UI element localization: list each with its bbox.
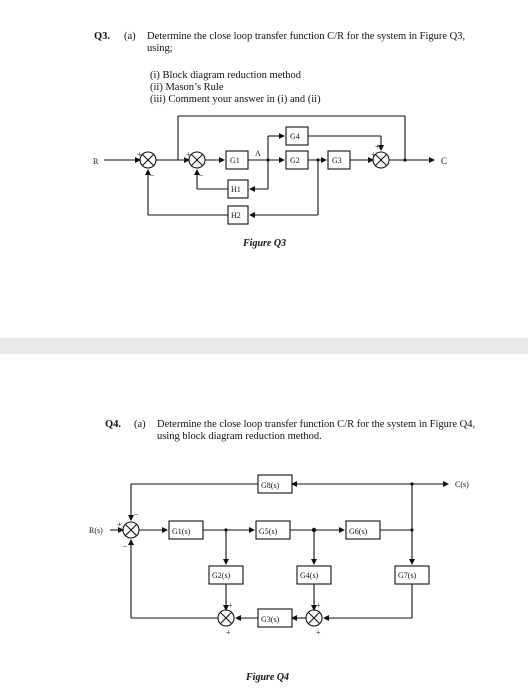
page-q4: Q4. (a) Determine the close loop transfe… <box>0 354 528 700</box>
q3-item-2: (ii) Mason’s Rule <box>150 82 224 93</box>
label-h2: H2 <box>231 211 241 220</box>
svg-text:+: + <box>117 520 122 529</box>
svg-text:–: – <box>198 170 204 179</box>
q4-output-label: C(s) <box>455 480 469 489</box>
q3-question-line2: using; <box>147 43 173 54</box>
q4-question-line2: using block diagram reduction method. <box>157 431 322 442</box>
q3-item-1: (i) Block diagram reduction method <box>150 70 302 81</box>
label-g7s: G7(s) <box>398 571 417 580</box>
label-g4: G4 <box>290 132 300 141</box>
label-g6s: G6(s) <box>349 527 368 536</box>
q4-number: Q4. <box>105 419 122 430</box>
label-h1: H1 <box>231 185 241 194</box>
q4-part: (a) <box>134 419 146 430</box>
q3-output-label: C <box>441 156 447 166</box>
q4-input-label: R(s) <box>89 526 103 535</box>
label-g2s: G2(s) <box>212 571 231 580</box>
page-separator <box>0 338 528 354</box>
svg-text:+: + <box>226 628 231 637</box>
label-g2: G2 <box>290 156 300 165</box>
svg-text:–: – <box>149 170 155 179</box>
svg-text:+: + <box>371 150 376 159</box>
page-q3: Q3. (a) Determine the close loop transfe… <box>0 0 528 338</box>
svg-text:–: – <box>133 509 139 518</box>
figure-q4-diagram: R(s) C(s) G1(s) G5(s) G6(s) G8(s) G2(s) … <box>89 474 469 637</box>
q3-part: (a) <box>124 31 136 42</box>
label-g1: G1 <box>230 156 240 165</box>
q3-question-line1: Determine the close loop transfer functi… <box>147 31 466 42</box>
q4-figure-caption: Figure Q4 <box>246 672 290 683</box>
q3-item-3: (iii) Comment your answer in (i) and (ii… <box>150 94 321 105</box>
svg-text:+: + <box>137 150 142 159</box>
label-g3: G3 <box>332 156 342 165</box>
label-g4s: G4(s) <box>300 571 319 580</box>
q3-figure-caption: Figure Q3 <box>243 238 287 249</box>
label-g8s: G8(s) <box>261 481 280 490</box>
svg-text:+: + <box>186 150 191 159</box>
figure-q3-diagram: R C A G1 G2 G3 G4 H1 H2 + – + – + + <box>93 115 447 225</box>
q3-node-a-label: A <box>255 149 261 158</box>
svg-text:–: – <box>122 541 128 550</box>
svg-text:+: + <box>316 601 321 610</box>
q3-input-label: R <box>93 157 99 166</box>
svg-text:+: + <box>375 142 380 151</box>
label-g3s: G3(s) <box>261 615 280 624</box>
label-g5s: G5(s) <box>259 527 278 536</box>
svg-text:+: + <box>228 601 233 610</box>
q3-number: Q3. <box>94 31 111 42</box>
label-g1s: G1(s) <box>172 527 191 536</box>
q4-question-line1: Determine the close loop transfer functi… <box>157 419 476 430</box>
svg-text:+: + <box>316 628 321 637</box>
